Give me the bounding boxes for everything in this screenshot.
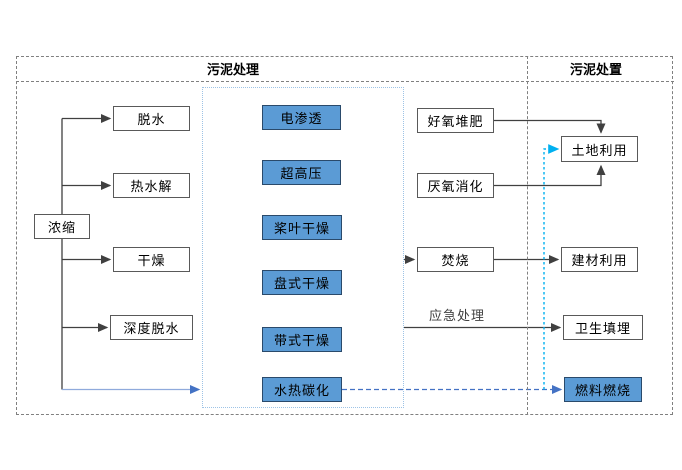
outer-dashed-frame bbox=[16, 56, 673, 415]
node-anaerobic-digestion: 厌氧消化 bbox=[417, 173, 494, 198]
node-belt-drying: 带式干燥 bbox=[262, 327, 342, 352]
node-hydrothermal-carbonization: 水热碳化 bbox=[262, 377, 342, 402]
node-fuel-combustion: 燃料燃烧 bbox=[564, 377, 642, 402]
node-deep-dewatering: 深度脱水 bbox=[110, 315, 193, 340]
node-sanitary-landfill: 卫生填埋 bbox=[563, 315, 643, 340]
node-disc-drying: 盘式干燥 bbox=[262, 270, 342, 295]
node-paddle-drying: 桨叶干燥 bbox=[262, 215, 342, 240]
node-drying: 干燥 bbox=[113, 247, 190, 272]
node-land-use: 土地利用 bbox=[561, 136, 638, 162]
treatment-section-title: 污泥处理 bbox=[206, 62, 259, 77]
node-incineration: 焚烧 bbox=[417, 247, 494, 272]
node-ultra-high-pressure: 超高压 bbox=[262, 160, 341, 185]
disposal-section-title: 污泥处置 bbox=[569, 62, 622, 77]
node-electro-osmosis: 电渗透 bbox=[262, 105, 341, 130]
node-thickening: 浓缩 bbox=[34, 214, 90, 239]
node-building-material-use: 建材利用 bbox=[561, 247, 638, 272]
title-separator-line bbox=[16, 81, 674, 82]
node-dewatering: 脱水 bbox=[113, 106, 190, 131]
advanced-technology-frame bbox=[202, 87, 404, 408]
node-thermal-hydrolysis: 热水解 bbox=[113, 173, 190, 198]
section-divider-line bbox=[527, 56, 528, 415]
node-aerobic-composting: 好氧堆肥 bbox=[417, 108, 494, 133]
emergency-treatment-label: 应急处理 bbox=[428, 308, 485, 323]
